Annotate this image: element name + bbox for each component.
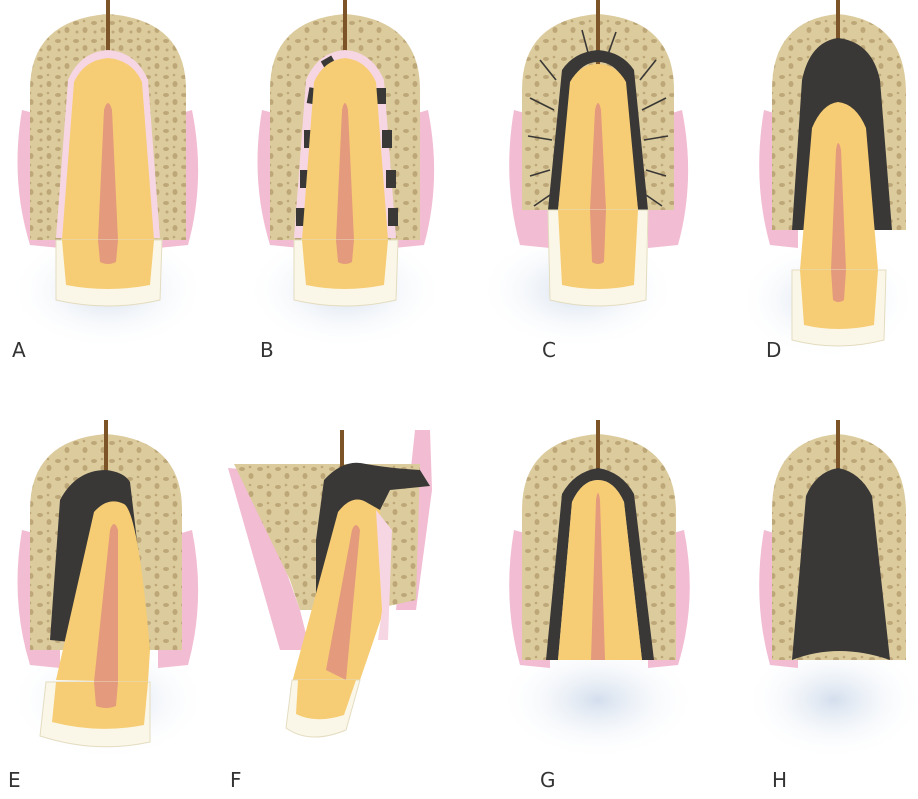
panel-label: G bbox=[540, 770, 556, 790]
panel-g: G bbox=[470, 420, 700, 799]
panel-f: F bbox=[220, 410, 450, 799]
panel-d: D bbox=[688, 0, 918, 380]
panel-label: A bbox=[12, 340, 26, 360]
panel-b: B bbox=[240, 0, 470, 380]
panel-label: D bbox=[766, 340, 781, 360]
panel-label: F bbox=[230, 770, 242, 790]
panel-label: B bbox=[260, 340, 274, 360]
panel-c: C bbox=[470, 0, 700, 380]
panel-h: H bbox=[688, 420, 918, 799]
panel-label: H bbox=[772, 770, 787, 790]
panel-e: E bbox=[0, 420, 230, 799]
panel-label: C bbox=[542, 340, 556, 360]
panel-a: A bbox=[0, 0, 230, 380]
panel-label: E bbox=[8, 770, 21, 790]
